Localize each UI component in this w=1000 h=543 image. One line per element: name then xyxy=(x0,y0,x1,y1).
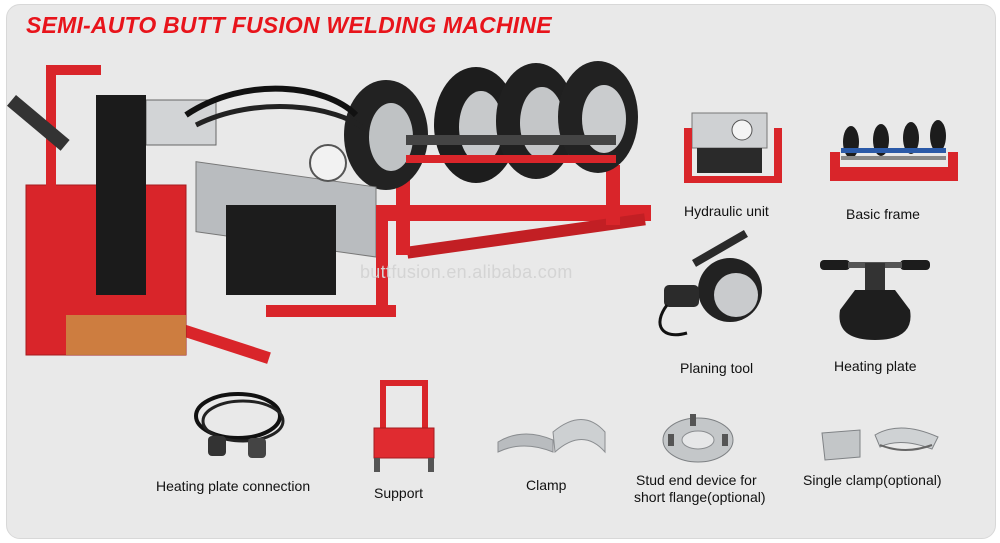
label-hydraulic-unit: Hydraulic unit xyxy=(684,203,769,219)
label-heating-plate-connection: Heating plate connection xyxy=(156,478,311,494)
single-clamp-image xyxy=(821,427,939,461)
planing-tool-image xyxy=(658,230,762,337)
label-heating-plate: Heating plate xyxy=(834,358,917,374)
heating-plate-image xyxy=(820,260,930,340)
watermark-text: buttfusion.en.alibaba.com xyxy=(360,262,573,282)
clamp-image xyxy=(497,419,606,454)
label-basic-frame: Basic frame xyxy=(846,206,920,222)
heating-plate-connection-image xyxy=(194,392,285,458)
main-machine-image xyxy=(7,61,651,364)
stud-end-device-image xyxy=(662,414,734,463)
label-single-clamp: Single clamp(optional) xyxy=(803,472,942,488)
page-title: SEMI-AUTO BUTT FUSION WELDING MACHINE xyxy=(26,12,552,38)
label-support: Support xyxy=(374,485,424,501)
label-stud-end-device-line1: Stud end device for xyxy=(636,472,757,488)
hydraulic-unit-image xyxy=(684,112,782,183)
label-stud-end-device-line2: short flange(optional) xyxy=(634,489,766,505)
support-image xyxy=(373,380,435,472)
label-planing-tool: Planing tool xyxy=(680,360,754,376)
label-clamp: Clamp xyxy=(526,477,567,493)
basic-frame-image xyxy=(830,120,958,181)
